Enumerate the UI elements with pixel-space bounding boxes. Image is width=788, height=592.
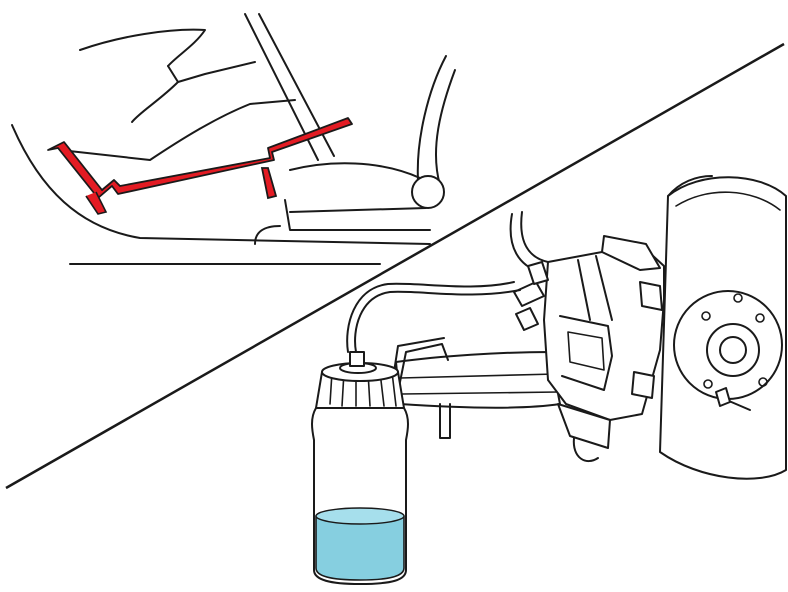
bleeder-bottle-icon bbox=[311, 351, 409, 585]
brake-pedal-icon bbox=[47, 117, 353, 215]
brake-caliper-icon bbox=[513, 235, 665, 463]
brake-disc-icon bbox=[659, 175, 787, 480]
footwell-scene bbox=[11, 13, 456, 265]
panel-divider bbox=[5, 42, 785, 490]
suspension-arm bbox=[395, 351, 561, 439]
